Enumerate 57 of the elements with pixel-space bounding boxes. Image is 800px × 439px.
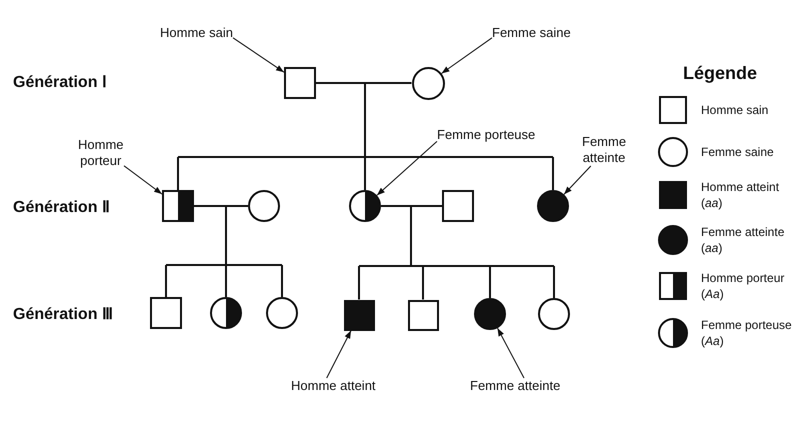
- leader-arrow: [326, 330, 352, 378]
- half-filled-circle-symbol: [210, 297, 242, 329]
- legend-label: Femme atteinte (aa): [701, 224, 786, 256]
- filled-circle-symbol: [537, 190, 569, 222]
- leader-arrow: [497, 328, 524, 378]
- descent-line: [225, 265, 227, 297]
- descent-line: [364, 157, 366, 190]
- leader-arrow: [440, 37, 492, 74]
- square-symbol: [284, 67, 316, 99]
- generation-label: Génération Ⅰ: [13, 73, 107, 93]
- callout-label: Femme porteuse: [437, 127, 536, 143]
- leader-arrow: [564, 166, 592, 195]
- generation-label: Génération Ⅱ: [13, 198, 110, 218]
- couple-line: [381, 205, 411, 207]
- leader-arrow: [124, 165, 162, 195]
- descent-line: [165, 265, 167, 297]
- callout-label: Femme atteinte: [582, 134, 626, 166]
- legend-label: Homme sain: [701, 102, 770, 118]
- circle-symbol: [248, 190, 280, 222]
- couple-line: [316, 82, 365, 84]
- descent-line: [489, 266, 491, 298]
- circle-symbol: [538, 298, 570, 330]
- callout-label: Femme saine: [492, 25, 571, 41]
- filled-circle-symbol: [474, 298, 506, 330]
- circle-symbol: [266, 297, 298, 329]
- couple-line: [226, 205, 248, 207]
- descent-line: [553, 266, 555, 298]
- couple-line: [194, 205, 226, 207]
- generation-label: Génération Ⅲ: [13, 305, 113, 325]
- legend-heading: Légende: [683, 62, 758, 84]
- descent-line: [552, 157, 554, 190]
- square-symbol: [408, 300, 438, 330]
- legend-label: Femme saine: [701, 144, 775, 160]
- couple-line: [411, 205, 442, 207]
- half-filled-circle-symbol: [349, 190, 381, 222]
- callout-label: Femme atteinte: [470, 378, 560, 394]
- callout-label: Homme atteint: [291, 378, 376, 394]
- leader-arrow: [376, 140, 438, 196]
- couple-line: [365, 82, 412, 84]
- circle-symbol: [412, 66, 444, 100]
- descent-line: [281, 265, 283, 297]
- descent-line: [422, 266, 424, 300]
- descent-line: [358, 205, 555, 267]
- leader-arrow: [232, 37, 284, 73]
- legend-label: Femme porteuse (Aa): [701, 317, 793, 349]
- half-filled-square-symbol: [162, 190, 194, 222]
- descent-line: [177, 157, 179, 190]
- square-symbol: [442, 190, 474, 222]
- legend-label: Homme porteur (Aa): [701, 270, 786, 302]
- descent-line: [358, 266, 360, 300]
- callout-label: Homme porteur: [78, 137, 124, 169]
- callout-label: Homme sain: [160, 25, 233, 41]
- descent-line: [165, 205, 283, 266]
- filled-square-symbol: [344, 300, 374, 330]
- legend-label: Homme atteint (aa): [701, 179, 780, 211]
- descent-line: [177, 82, 554, 158]
- square-symbol: [150, 297, 182, 329]
